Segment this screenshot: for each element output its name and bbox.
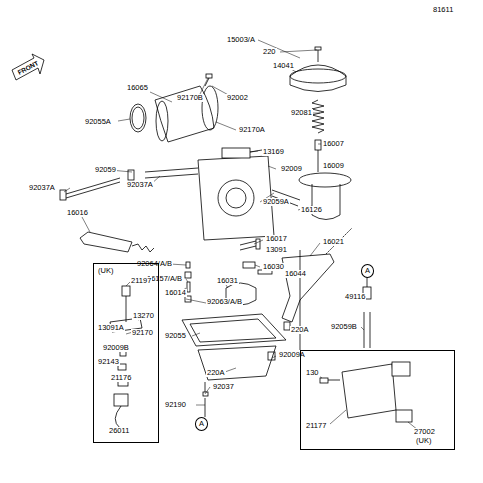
- callout-number: 130: [305, 369, 320, 377]
- callout-number: 21177: [305, 422, 327, 430]
- callout-number: 92190: [164, 401, 187, 409]
- callout-number: 14041: [272, 62, 295, 70]
- callout-number: 92037A: [28, 184, 56, 192]
- callout-number: 21176: [110, 374, 132, 382]
- callout-number: 27002: [413, 428, 436, 436]
- callout-number: 92081: [290, 109, 313, 117]
- callout-number: 16044: [284, 270, 307, 278]
- callout-number: 16009: [322, 162, 345, 170]
- reference-circle: A: [195, 417, 208, 431]
- callout-number: 92037A: [126, 181, 154, 189]
- callout-number: 92170B: [176, 94, 204, 102]
- callout-number: 16031: [216, 277, 239, 285]
- callout-number: 16030: [262, 263, 285, 271]
- callout-number: 92059A: [262, 198, 290, 206]
- callout-number: 92002: [226, 94, 249, 102]
- callout-number: 92055: [164, 332, 187, 340]
- callout-number: 15003/A: [226, 36, 256, 44]
- callout-number: 220A: [206, 369, 226, 377]
- callout-number: 26011: [108, 427, 130, 435]
- callout-number: 92009: [280, 165, 303, 173]
- callout-number: 92170A: [238, 126, 266, 134]
- callout-number: 13091A: [97, 324, 125, 332]
- callout-number: 92009B: [102, 344, 130, 352]
- callout-number: 81611: [432, 6, 454, 14]
- callout-number: 13091: [265, 246, 288, 254]
- callout-number: 92059: [94, 166, 117, 174]
- callout-number: (UK): [415, 437, 432, 445]
- callout-number: 16126: [300, 206, 323, 214]
- callout-number: A: [198, 420, 205, 428]
- callout-number: 92009A: [278, 351, 306, 359]
- callout-number: 92055A: [84, 118, 112, 126]
- callout-number: 21197: [130, 277, 152, 285]
- callout-number: 220: [262, 48, 277, 56]
- callout-number: 92143: [97, 358, 120, 366]
- callout-number: A: [364, 267, 371, 275]
- callout-number: 92064/A/B: [136, 260, 173, 268]
- callout-number: (UK): [97, 267, 114, 275]
- callout-number: 16014: [164, 289, 187, 297]
- callout-number: 16017: [265, 235, 288, 243]
- callout-number: 49116: [344, 293, 366, 301]
- callout-number: 16021: [322, 238, 345, 246]
- callout-number: 13270: [132, 312, 155, 320]
- variant-box: (UK) 21197 13270 13091A 9217092009B 92143 2117…: [93, 263, 159, 443]
- callout-number: 16007: [322, 140, 345, 148]
- callout-number: 16016: [66, 209, 89, 217]
- callout-number: 92037: [212, 383, 235, 391]
- callout-number: 92059B: [330, 323, 358, 331]
- variant-box: 130 21177 27002(UK): [300, 350, 455, 450]
- reference-circle: A: [361, 264, 374, 278]
- callout-number: 220A: [290, 326, 310, 334]
- callout-number: 92063/A/B: [206, 298, 243, 306]
- callout-number: 16065: [126, 84, 149, 92]
- callout-number: 13169: [262, 148, 285, 156]
- callout-number: 92170: [131, 329, 154, 337]
